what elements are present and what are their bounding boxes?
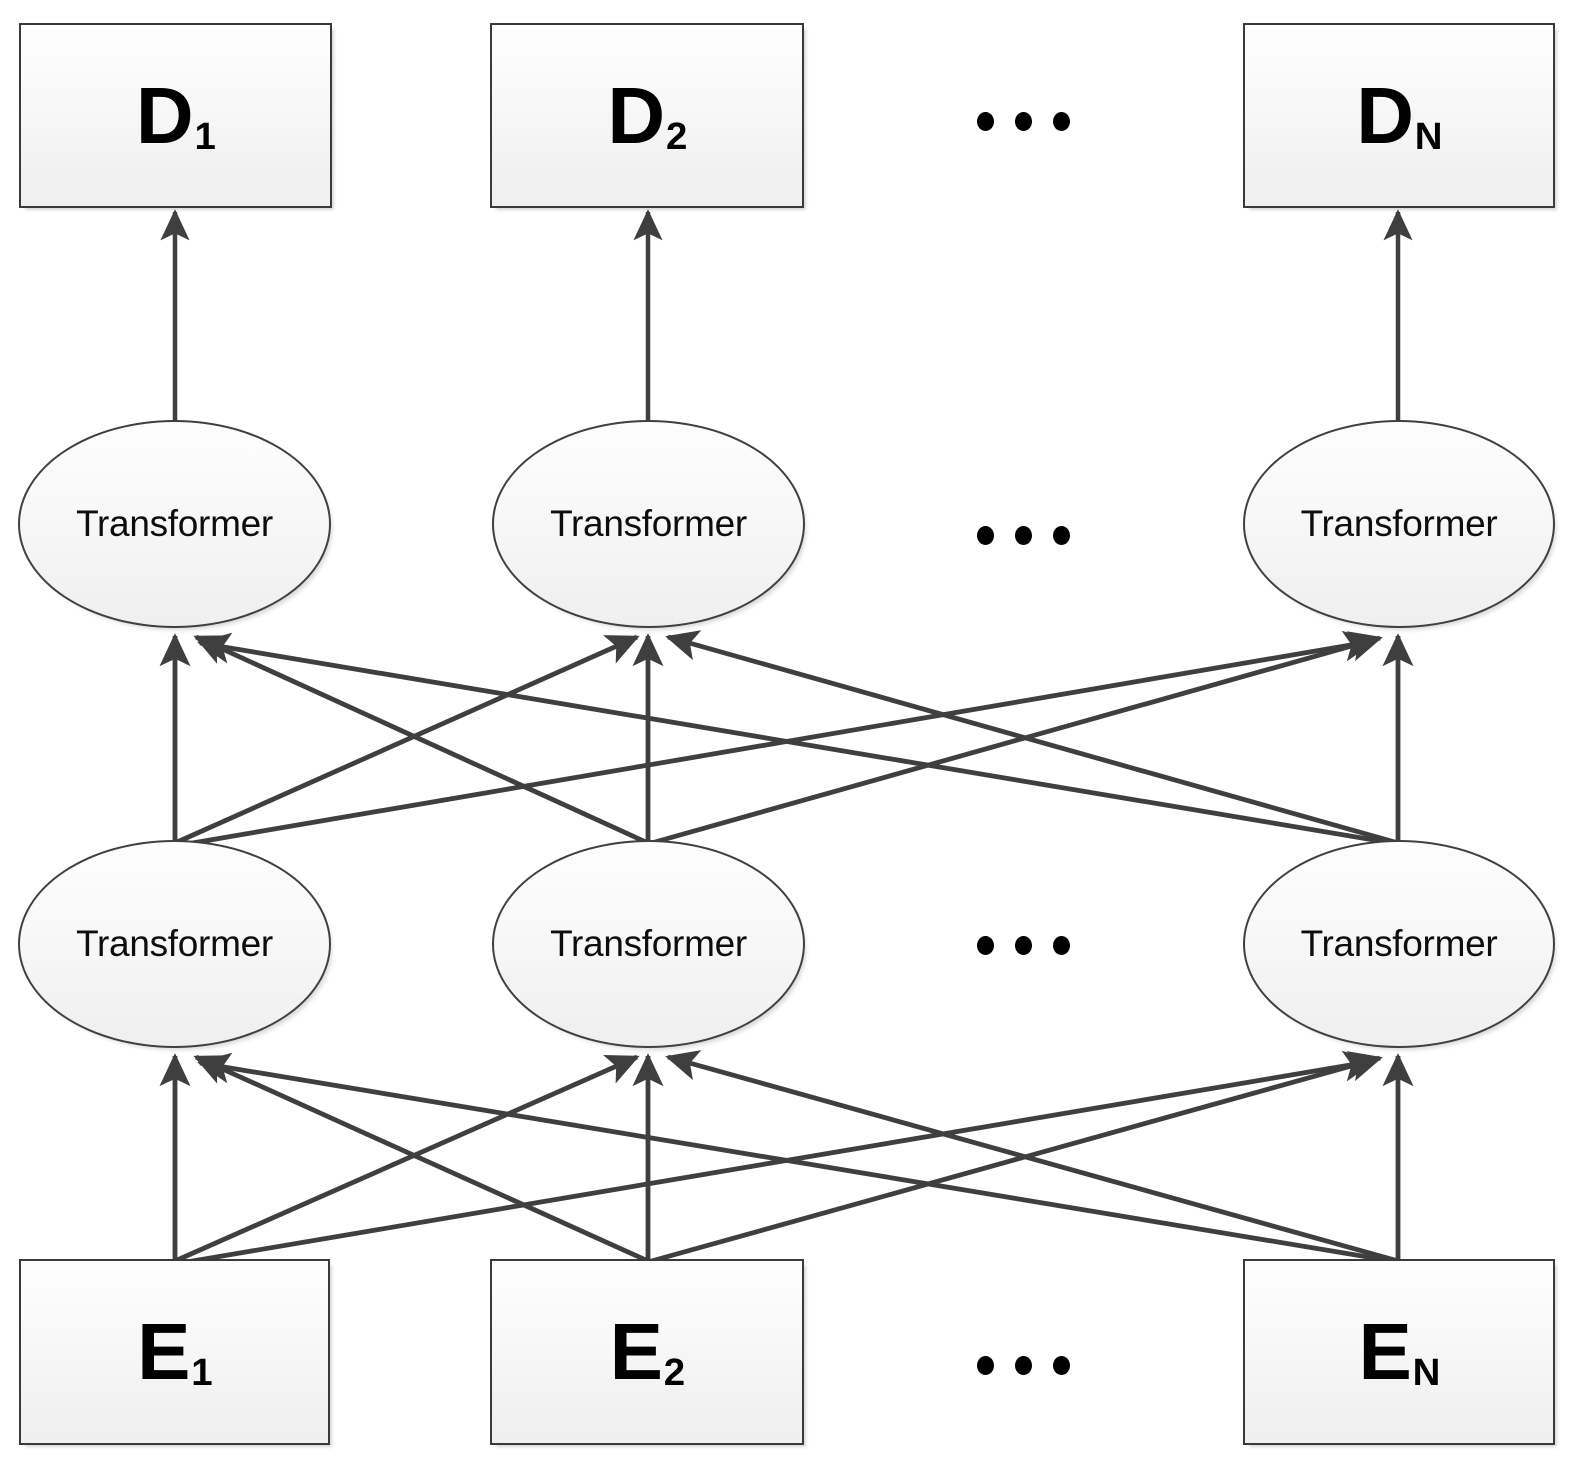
encoder-input-box-E1[interactable]: E1 [19, 1259, 330, 1445]
ellipsis-input-row [977, 1356, 1070, 1375]
ellipsis-transformer-lower-row [977, 936, 1070, 955]
edge-E2-to-T1-N [647, 1051, 1383, 1265]
ellipsis-dot [977, 526, 994, 545]
ellipsis-dot [1015, 112, 1032, 131]
transformer-upper-node-1[interactable]: Transformer [18, 420, 331, 628]
edge-T1-N-to-T2-1 [197, 632, 1399, 847]
edge-E1-to-T1-2 [174, 1054, 640, 1264]
edges-transformer-to-decoder [160, 209, 1413, 423]
edge-T1-1-to-T2-2 [174, 634, 640, 846]
ellipsis-dot [1053, 1356, 1070, 1375]
transformer-upper-label-2: Transformer [550, 503, 747, 544]
edge-EN-to-T1-1 [197, 1052, 1399, 1265]
ellipsis-transformer-upper-row [977, 526, 1070, 545]
transformer-upper-label-1: Transformer [76, 503, 273, 544]
transformer-lower-node-2[interactable]: Transformer [492, 840, 805, 1048]
ellipsis-dot [1053, 936, 1070, 955]
encoder-input-label-E1: E1 [137, 1307, 213, 1396]
encoder-input-box-E2[interactable]: E2 [490, 1259, 804, 1445]
decoder-output-label-D1: D1 [135, 70, 216, 160]
decoder-output-label-DN: DN [1356, 70, 1443, 160]
ellipsis-dot [1015, 526, 1032, 545]
ellipsis-dot [1015, 1356, 1032, 1375]
transformer-lower-node-N[interactable]: Transformer [1243, 840, 1555, 1048]
edges-attention-lower [159, 1050, 1414, 1267]
edge-E1-to-T1-N [174, 1050, 1377, 1267]
ellipsis-dot [977, 1356, 994, 1375]
edge-EN-to-T1-2 [665, 1050, 1399, 1264]
ellipsis-dot [977, 936, 994, 955]
encoder-input-box-EN[interactable]: EN [1243, 1259, 1555, 1445]
edge-T1-1-to-T2-N [174, 630, 1377, 849]
edges-attention-upper [159, 630, 1414, 849]
ellipsis-dot [1053, 526, 1070, 545]
ellipsis-dot [1015, 936, 1032, 955]
transformer-upper-label-N: Transformer [1300, 503, 1498, 544]
transformer-upper-node-2[interactable]: Transformer [492, 420, 805, 628]
decoder-output-box-D2[interactable]: D2 [490, 23, 804, 208]
decoder-output-box-DN[interactable]: DN [1243, 23, 1555, 208]
transformer-lower-label-1: Transformer [76, 923, 273, 964]
transformer-lower-node-1[interactable]: Transformer [18, 840, 331, 1048]
transformer-lower-label-2: Transformer [550, 923, 747, 964]
edge-E2-to-T1-1 [193, 1054, 649, 1264]
transformer-lower-label-N: Transformer [1300, 923, 1498, 964]
encoder-input-label-EN: EN [1358, 1307, 1441, 1396]
encoder-input-label-E2: E2 [609, 1307, 686, 1396]
ellipsis-dot [1053, 112, 1070, 131]
decoder-output-label-D2: D2 [607, 70, 688, 160]
edge-T1-2-to-T2-N [647, 631, 1383, 847]
ellipsis-output-row [977, 112, 1070, 131]
transformer-upper-node-N[interactable]: Transformer [1243, 420, 1555, 628]
edge-T1-2-to-T2-1 [193, 634, 649, 846]
decoder-output-box-D1[interactable]: D1 [19, 23, 332, 208]
edge-T1-N-to-T2-2 [665, 630, 1399, 846]
ellipsis-dot [977, 112, 994, 131]
